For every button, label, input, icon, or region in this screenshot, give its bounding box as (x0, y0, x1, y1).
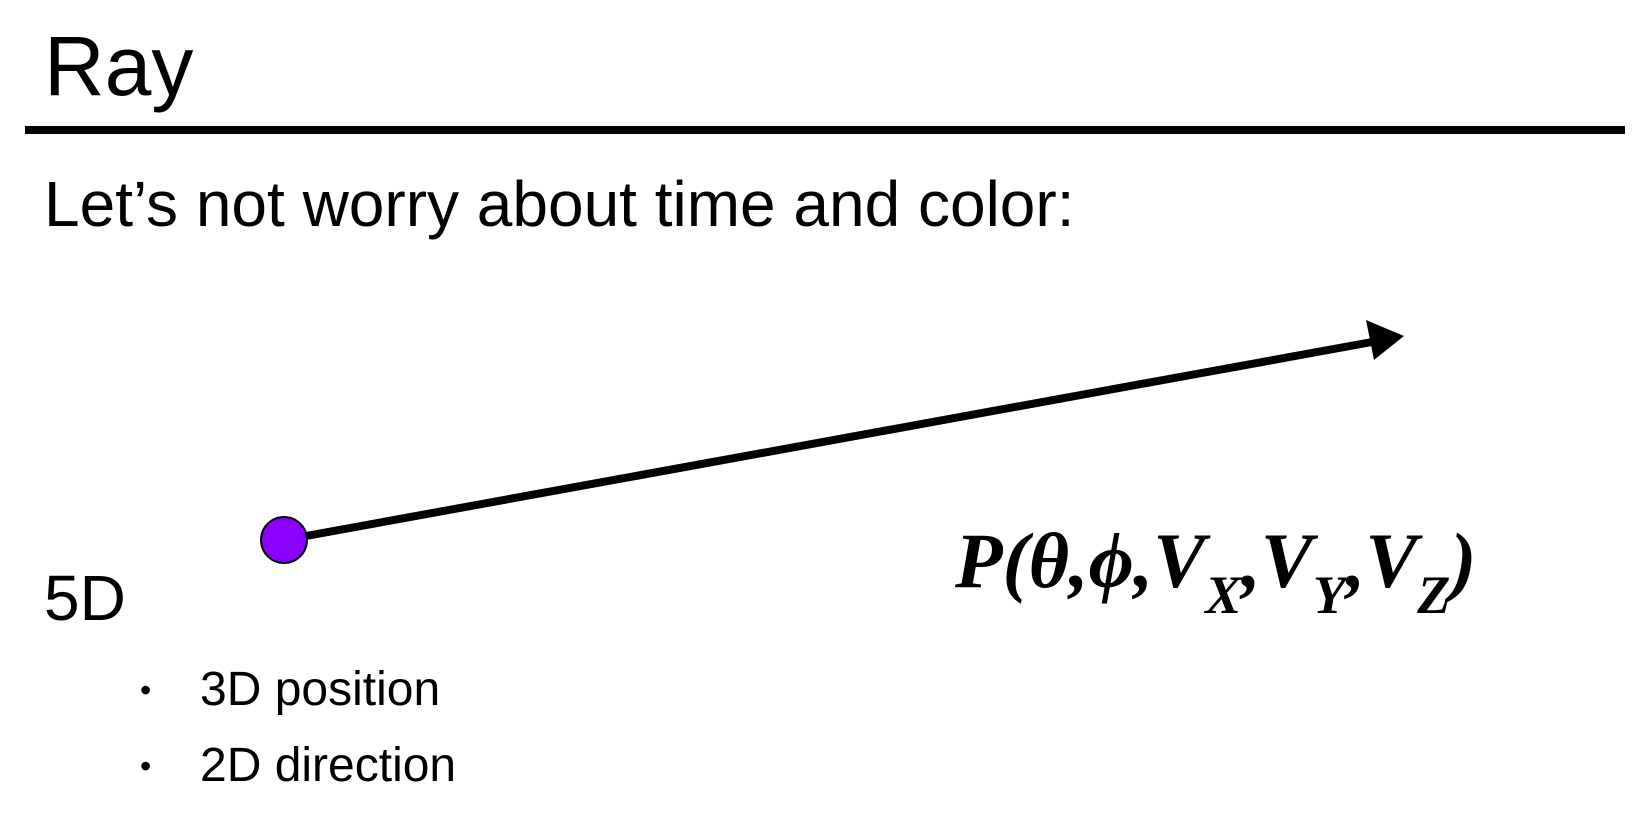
formula-vz: V (1365, 517, 1418, 604)
bullet-text: 2D direction (200, 739, 457, 792)
formula-phi: ϕ (1088, 517, 1134, 604)
ray-line (283, 338, 1373, 544)
formula-comma: , (1069, 517, 1089, 604)
dimension-label: 5D (44, 562, 126, 634)
bullet-list: • 3D position • 2D direction (140, 652, 456, 804)
plenoptic-formula: P(θ,ϕ,VX,VY,VZ) (955, 516, 1477, 625)
bullet-marker: • (140, 748, 152, 784)
formula-comma: , (1133, 517, 1154, 604)
slide-title: Ray (44, 19, 194, 113)
list-item: • 2D direction (140, 728, 456, 804)
bullet-text: 3D position (200, 663, 441, 716)
slide-subtitle: Let’s not worry about time and color: (44, 168, 1075, 240)
formula-suffix: ) (1450, 517, 1477, 604)
list-item: • 3D position (140, 652, 456, 728)
ray-arrowhead (1366, 320, 1404, 360)
formula-vy-subscript: Y (1312, 565, 1346, 625)
formula-vx: V (1153, 517, 1206, 604)
formula-vy: V (1260, 517, 1313, 604)
formula-vx-subscript: X (1205, 565, 1242, 625)
formula-comma: , (1241, 517, 1261, 604)
bullet-marker: • (140, 672, 152, 708)
formula-prefix: P( (955, 517, 1029, 604)
formula-comma: , (1345, 517, 1366, 604)
formula-vz-subscript: Z (1417, 565, 1451, 625)
ray-origin-point (260, 516, 308, 564)
formula-theta: θ (1028, 517, 1070, 604)
title-divider (25, 126, 1625, 134)
